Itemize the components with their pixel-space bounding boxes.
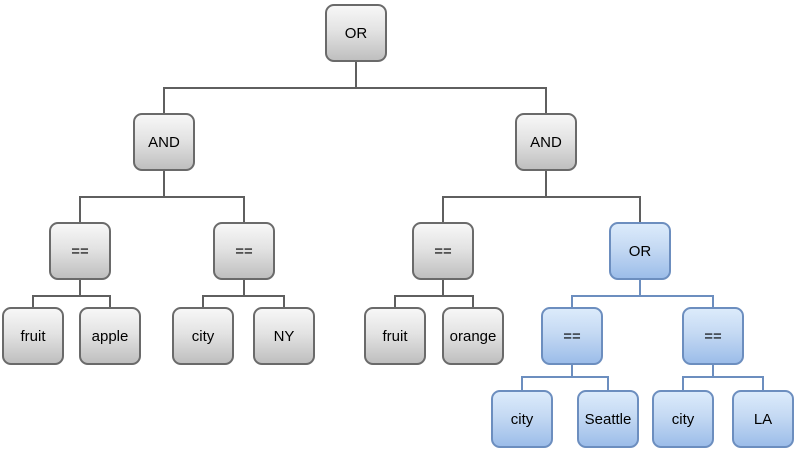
- edge-eq-fruit-apple-to-leaves: [32, 280, 111, 307]
- edge-and-left-to-eqs: [79, 171, 245, 222]
- edge-eq-city-seattle-to-leaves: [521, 365, 609, 390]
- tree-node-leaf-seattle: Seattle: [577, 390, 639, 448]
- tree-node-leaf-orange: orange: [442, 307, 504, 365]
- tree-node-or-seattle-la: OR: [609, 222, 671, 280]
- tree-node-leaf-ny: NY: [253, 307, 315, 365]
- tree-node-eq-city-la: ==: [682, 307, 744, 365]
- tree-node-leaf-apple: apple: [79, 307, 141, 365]
- edge-eq-city-la-to-leaves: [682, 365, 764, 390]
- edge-or-blue-to-eqs: [571, 280, 714, 307]
- tree-node-leaf-la: LA: [732, 390, 794, 448]
- tree-node-eq-city-ny: ==: [213, 222, 275, 280]
- edge-root-or-to-ands: [163, 60, 547, 113]
- tree-node-leaf-fruit-2: fruit: [364, 307, 426, 365]
- tree-node-eq-city-seattle: ==: [541, 307, 603, 365]
- tree-node-root-or: OR: [325, 4, 387, 62]
- tree-node-leaf-city-1: city: [172, 307, 234, 365]
- edge-eq-city-ny-to-leaves: [202, 280, 285, 307]
- edge-and-right-to-children: [442, 171, 641, 222]
- tree-node-leaf-city-2: city: [491, 390, 553, 448]
- tree-node-and-right: AND: [515, 113, 577, 171]
- tree-node-and-left: AND: [133, 113, 195, 171]
- tree-node-eq-fruit-apple: ==: [49, 222, 111, 280]
- tree-node-leaf-fruit-1: fruit: [2, 307, 64, 365]
- edge-eq-fruit-orange-to-leaves: [394, 280, 474, 307]
- tree-node-leaf-city-3: city: [652, 390, 714, 448]
- tree-node-eq-fruit-orange: ==: [412, 222, 474, 280]
